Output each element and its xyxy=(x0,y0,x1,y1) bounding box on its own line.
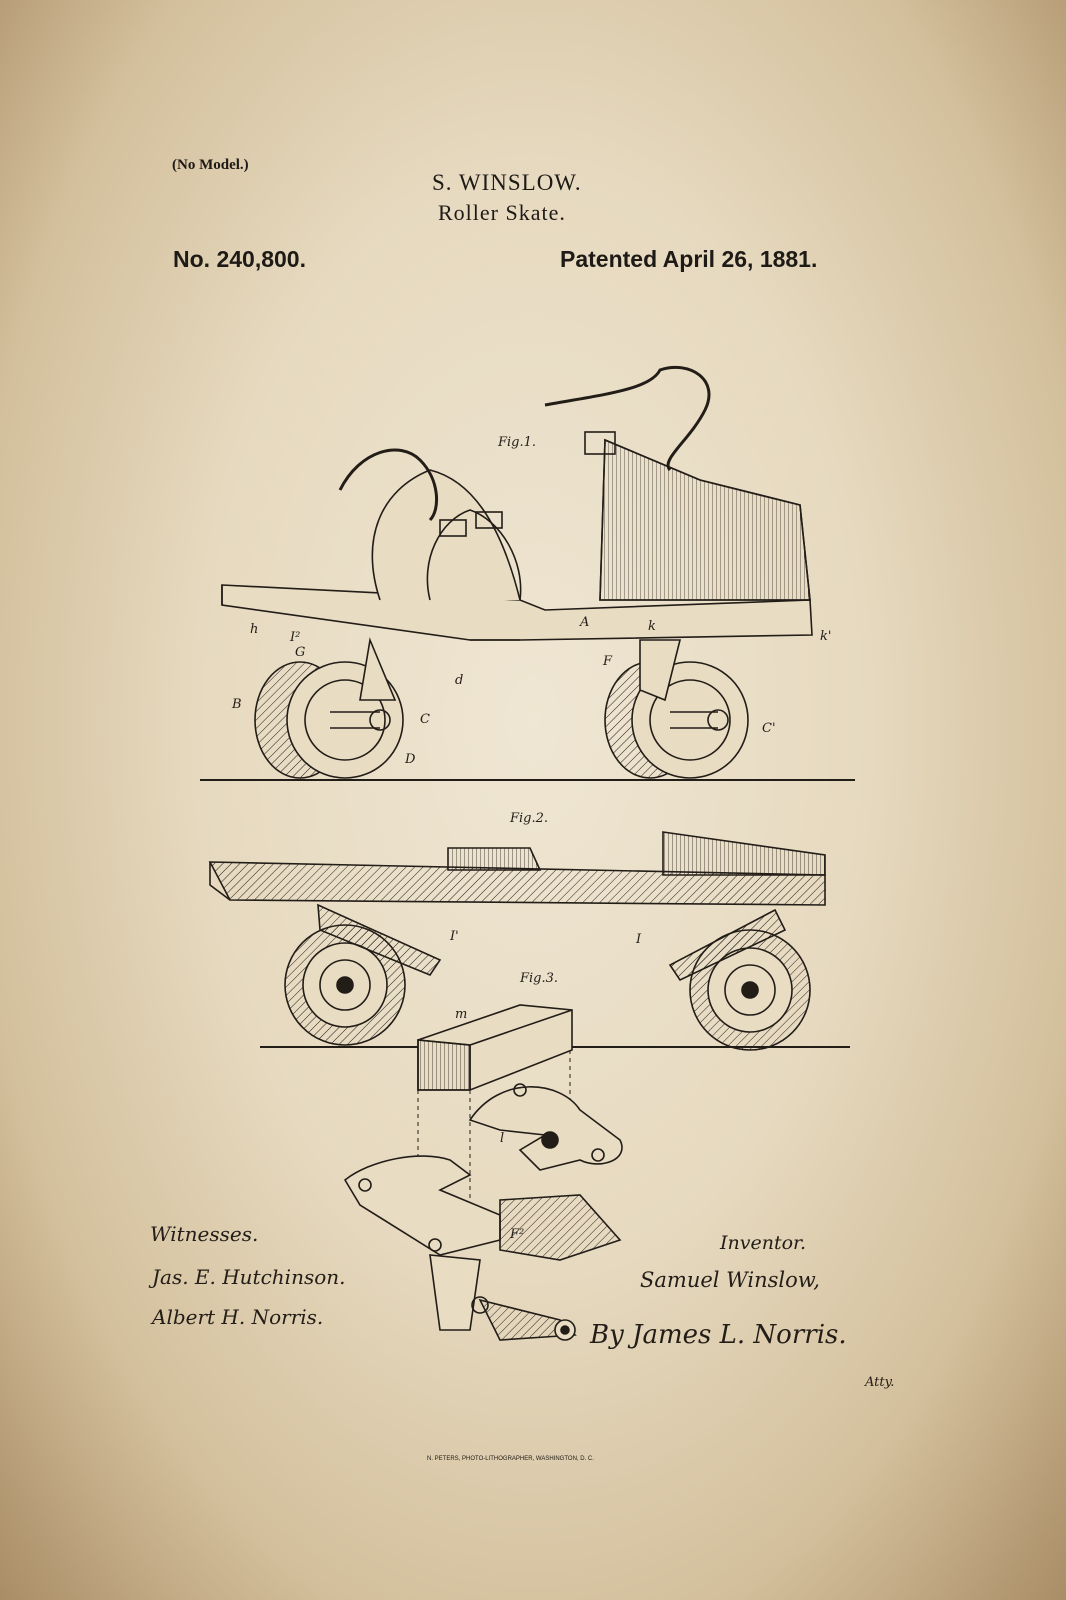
fig2-front-wheel xyxy=(284,903,442,1046)
part-label: l xyxy=(500,1131,504,1146)
fig2-rear-wheel xyxy=(668,908,811,1051)
model-note: (No Model.) xyxy=(172,157,249,173)
part-label: I' xyxy=(449,929,459,944)
attorney-suffix: Atty. xyxy=(865,1375,895,1390)
part-label: C xyxy=(420,712,430,727)
fig1-rear-wheel xyxy=(604,639,749,779)
printer-credit: N. PETERS, PHOTO-LITHOGRAPHER, WASHINGTO… xyxy=(427,1456,594,1462)
fig3-label: Fig.3. xyxy=(519,971,558,986)
inventor-heading: Inventor. xyxy=(720,1232,807,1254)
fig1-label: Fig.1. xyxy=(497,435,536,450)
part-label: k xyxy=(648,619,656,634)
invention-title: Roller Skate. xyxy=(438,200,566,225)
patent-date: Patented April 26, 1881. xyxy=(560,246,818,272)
witnesses-heading: Witnesses. xyxy=(150,1222,259,1246)
part-label: G xyxy=(295,645,305,660)
part-label: C' xyxy=(762,721,776,736)
inventor-signature: Samuel Winslow, xyxy=(640,1268,820,1292)
part-label: D xyxy=(404,752,416,767)
fig1-front-wheel xyxy=(254,637,404,779)
part-label: I xyxy=(635,932,642,947)
fig2-label: Fig.2. xyxy=(509,811,548,826)
patent-number: No. 240,800. xyxy=(173,246,306,272)
part-label: F xyxy=(602,654,613,669)
part-label: h xyxy=(250,622,258,637)
fig2-skate xyxy=(208,831,850,1051)
part-label: I² xyxy=(289,630,300,645)
part-label: d xyxy=(455,673,463,688)
part-label: B xyxy=(231,697,242,712)
fig3-parts xyxy=(343,1004,623,1341)
part-label: m xyxy=(455,1007,467,1022)
part-label: k' xyxy=(820,629,831,644)
inventor-name: S. WINSLOW. xyxy=(432,170,582,195)
part-label: A xyxy=(579,615,589,630)
witness-signature-2: Albert H. Norris. xyxy=(152,1305,324,1329)
witness-signature-1: Jas. E. Hutchinson. xyxy=(152,1265,346,1289)
part-label: F² xyxy=(509,1227,524,1242)
fig1-skate xyxy=(200,365,855,781)
attorney-signature: By James L. Norris. xyxy=(590,1320,847,1350)
